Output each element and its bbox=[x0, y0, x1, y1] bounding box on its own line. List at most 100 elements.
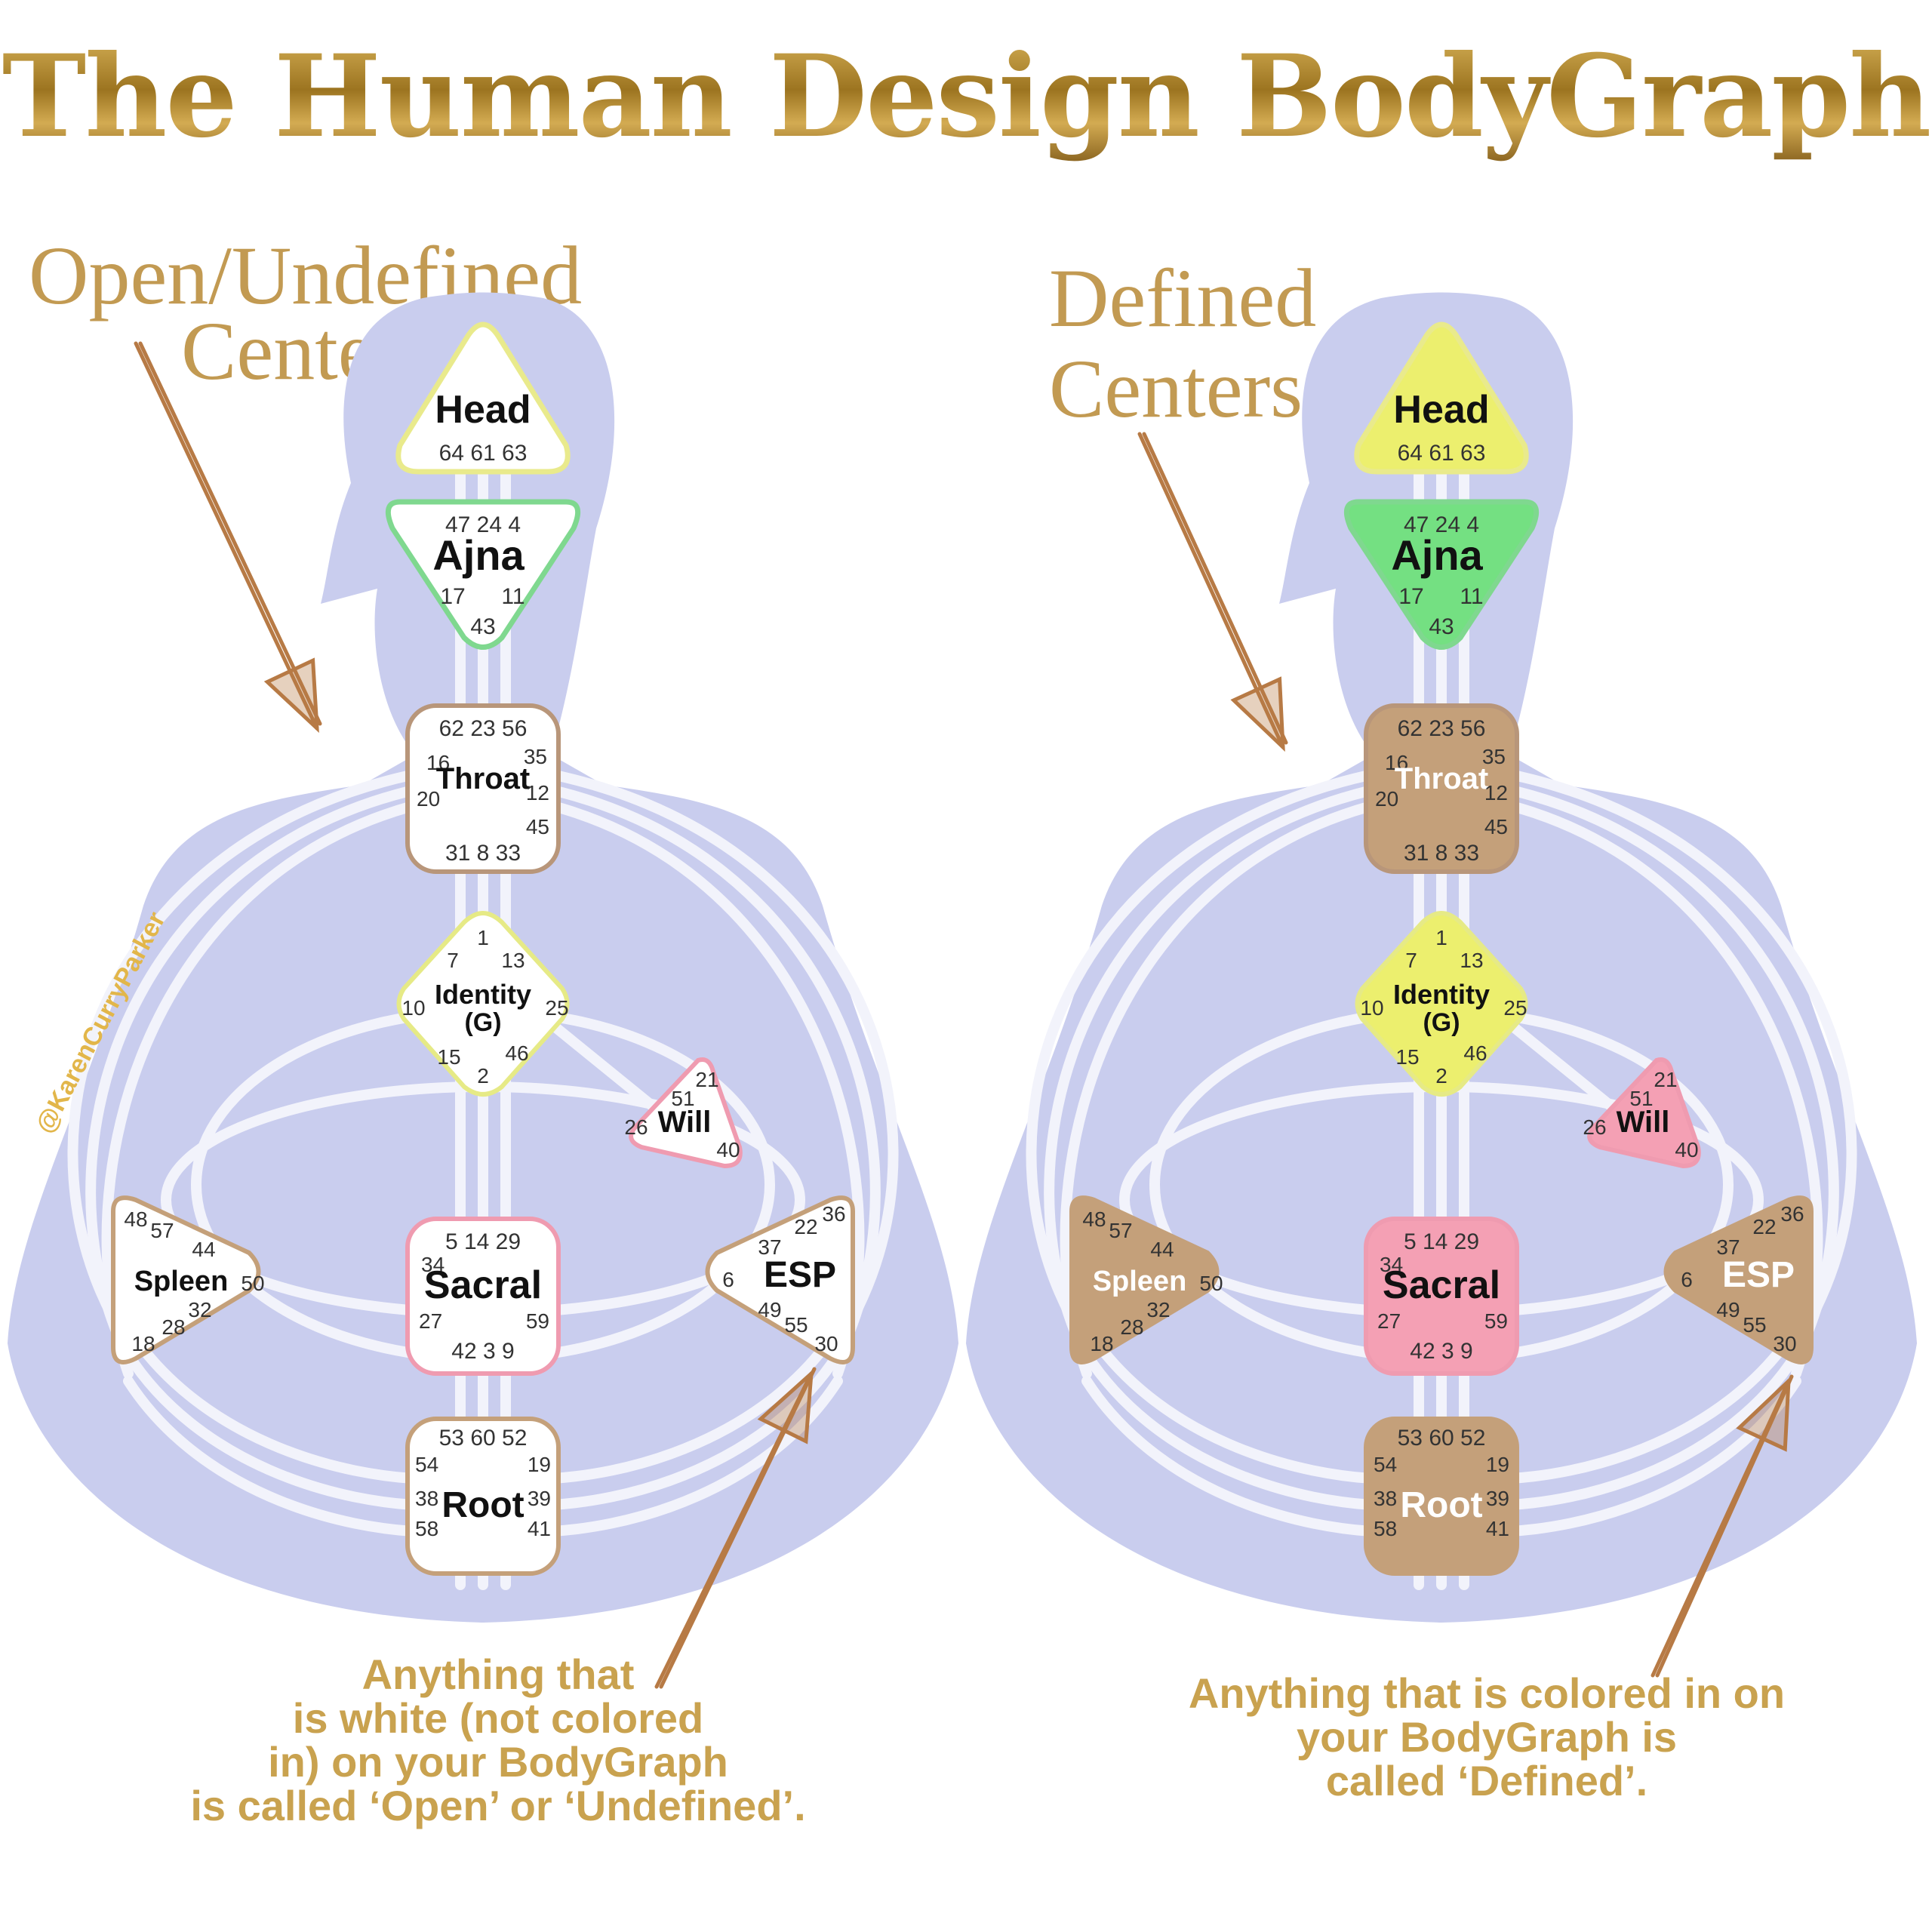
sacral-gates-top: 5 14 29 bbox=[445, 1229, 521, 1254]
left-caption-line: Anything that bbox=[361, 1651, 635, 1698]
spleen-gate-50: 50 bbox=[241, 1272, 264, 1295]
esp-label: ESP bbox=[764, 1255, 836, 1295]
sacral-gate-27: 27 bbox=[1377, 1309, 1401, 1333]
spleen-gate-48: 48 bbox=[1082, 1208, 1106, 1231]
esp-shape bbox=[705, 1195, 855, 1364]
throat-spleen-channel bbox=[67, 764, 443, 1349]
esp-gate-49: 49 bbox=[1716, 1298, 1740, 1321]
esp-gate-49: 49 bbox=[758, 1298, 781, 1321]
throat-gate-16: 16 bbox=[426, 751, 450, 774]
esp-gate-37: 37 bbox=[1716, 1235, 1740, 1259]
throat-esp-channel bbox=[523, 764, 899, 1349]
root-gate-58: 58 bbox=[415, 1517, 438, 1540]
right-top-arrow-shaft-sketch bbox=[1142, 432, 1288, 745]
esp-gate-6: 6 bbox=[1681, 1268, 1693, 1291]
throat-gate-35: 35 bbox=[524, 745, 547, 768]
root-esp-channel bbox=[1481, 1323, 1801, 1484]
root-gates-top: 53 60 52 bbox=[439, 1426, 528, 1451]
throat-gate-20: 20 bbox=[417, 787, 440, 811]
spleen-gate-57: 57 bbox=[150, 1219, 174, 1242]
will-label: Will bbox=[658, 1106, 712, 1139]
sacral-gate-34: 34 bbox=[1380, 1253, 1403, 1276]
spleen-gate-48: 48 bbox=[124, 1208, 147, 1231]
left-caption-line: is white (not colored bbox=[292, 1694, 704, 1742]
throat-gate-45: 45 bbox=[1484, 815, 1508, 838]
ajna-shape bbox=[385, 499, 581, 650]
esp-gate-55: 55 bbox=[784, 1313, 808, 1337]
esp-label: ESP bbox=[1722, 1255, 1795, 1295]
throat-gate-12: 12 bbox=[526, 781, 549, 804]
will-gate-40: 40 bbox=[716, 1138, 740, 1161]
esp-gate-22: 22 bbox=[794, 1215, 817, 1238]
g-gate-1: 1 bbox=[477, 926, 489, 949]
root-esp-channel bbox=[523, 1323, 843, 1484]
right-caption: Anything that is colored in on your Body… bbox=[1087, 1672, 1887, 1803]
spleen-gate-44: 44 bbox=[1150, 1238, 1174, 1261]
left-top-arrow-shaft-sketch bbox=[138, 341, 322, 726]
sacral-gates-top: 5 14 29 bbox=[1404, 1229, 1479, 1254]
will-gate-40: 40 bbox=[1675, 1138, 1698, 1161]
throat-gate-45: 45 bbox=[526, 815, 549, 838]
throat-spleen-channel bbox=[101, 795, 443, 1379]
will-gate-51: 51 bbox=[1629, 1087, 1653, 1110]
g-label: Identity bbox=[435, 979, 531, 1010]
g-sublabel: (G) bbox=[464, 1008, 501, 1037]
g-gate-15: 15 bbox=[1395, 1045, 1419, 1069]
sacral-shape bbox=[405, 1217, 561, 1376]
throat-spleen-channel bbox=[1026, 764, 1401, 1349]
root-gate-19: 19 bbox=[1486, 1453, 1509, 1476]
left-top-arrow-shaft bbox=[134, 341, 319, 731]
g-gate-25: 25 bbox=[1503, 996, 1527, 1020]
sacral-label: Sacral bbox=[424, 1263, 542, 1307]
right-top-arrow-shaft bbox=[1137, 432, 1285, 749]
will-gate-21: 21 bbox=[695, 1068, 718, 1091]
esp-gate-30: 30 bbox=[1773, 1332, 1796, 1355]
g-gate-13: 13 bbox=[501, 949, 525, 972]
g-gate-10: 10 bbox=[401, 996, 425, 1020]
sacral-label: Sacral bbox=[1383, 1263, 1500, 1307]
sacral-gate-34: 34 bbox=[421, 1253, 445, 1276]
spleen-shape bbox=[111, 1195, 261, 1364]
g-gate-7: 7 bbox=[1405, 949, 1417, 972]
g-gate-13: 13 bbox=[1460, 949, 1483, 972]
root-spleen-channel bbox=[123, 1323, 443, 1484]
esp-gate-55: 55 bbox=[1743, 1313, 1766, 1337]
throat-esp-channel bbox=[523, 780, 881, 1364]
throat-spleen-channel bbox=[85, 780, 443, 1364]
left-top-arrow-head bbox=[263, 657, 319, 734]
root-gates-top: 53 60 52 bbox=[1398, 1426, 1486, 1451]
esp-gate-36: 36 bbox=[822, 1202, 845, 1226]
will-shape bbox=[1587, 1057, 1701, 1169]
g-shape bbox=[1355, 910, 1528, 1097]
root-gate-58: 58 bbox=[1374, 1517, 1397, 1540]
root-esp-channel bbox=[1481, 1349, 1801, 1511]
will-gate-21: 21 bbox=[1654, 1068, 1677, 1091]
throat-gates-top: 62 23 56 bbox=[439, 716, 528, 741]
head-gates: 64 61 63 bbox=[1398, 441, 1486, 466]
root-gate-54: 54 bbox=[1374, 1453, 1397, 1476]
ajna-gate-43: 43 bbox=[470, 614, 495, 639]
right-heading-line2: Centers bbox=[1049, 343, 1303, 435]
will-gate-26: 26 bbox=[1583, 1115, 1606, 1139]
g-gate-2: 2 bbox=[477, 1064, 489, 1088]
sacral-shape bbox=[1364, 1217, 1519, 1376]
ajna-gate-17: 17 bbox=[440, 584, 465, 609]
root-esp-channel bbox=[1481, 1376, 1801, 1537]
head-shape bbox=[395, 321, 571, 475]
right-caption-line: called ‘Defined’. bbox=[1325, 1757, 1648, 1804]
throat-esp-channel bbox=[1481, 780, 1839, 1364]
right-top-arrow-head bbox=[1230, 676, 1285, 752]
spleen-label: Spleen bbox=[1093, 1266, 1187, 1297]
root-spleen-channel bbox=[123, 1349, 443, 1511]
right-caption-line: Anything that is colored in on bbox=[1188, 1669, 1786, 1717]
spleen-shape bbox=[1069, 1195, 1220, 1364]
esp-gate-22: 22 bbox=[1752, 1215, 1776, 1238]
head-label: Head bbox=[1393, 388, 1489, 432]
